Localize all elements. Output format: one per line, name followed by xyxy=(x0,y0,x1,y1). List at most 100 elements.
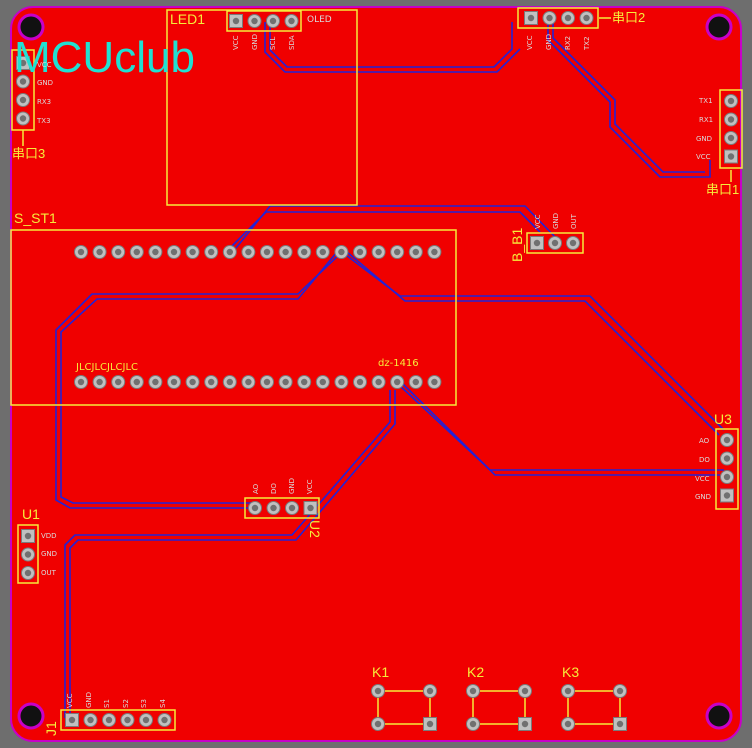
serial2-pin-2: GND xyxy=(545,33,553,50)
s-st1-bottom-pad-3 xyxy=(111,375,126,389)
u1-pad-3 xyxy=(21,566,35,580)
serial3-pin-1: VCC xyxy=(37,61,52,69)
s-st1-top-pad-10 xyxy=(241,245,256,259)
oled-pad-2 xyxy=(247,14,262,28)
s-st1-top-pad-1 xyxy=(74,245,88,259)
s-st1-bottom-pad-19 xyxy=(408,375,423,389)
serial3-pin-4: TX3 xyxy=(37,117,51,125)
b-b1-pad-3 xyxy=(566,236,580,250)
u1-ref: U1 xyxy=(22,506,40,522)
j1-pin-5: S3 xyxy=(140,699,148,708)
s-st1-top-pad-14 xyxy=(315,245,330,259)
j1-pad-4 xyxy=(120,713,135,727)
s-st1-bottom-pad-10 xyxy=(241,375,256,389)
j1-pin-4: S2 xyxy=(122,699,130,708)
serial2-pin-3: RX2 xyxy=(564,35,572,50)
serial2-pad-4 xyxy=(579,11,594,25)
k1-outline xyxy=(377,690,431,725)
serial3-pin-3: RX3 xyxy=(37,98,52,106)
serial2-pin-1: VCC xyxy=(526,35,534,50)
b-b1-pad-2 xyxy=(548,236,562,250)
j1-pin-3: S1 xyxy=(103,699,111,708)
s-st1-top-pad-11 xyxy=(260,245,274,259)
serial3-pad-4 xyxy=(16,111,30,126)
u1-pad-1 xyxy=(21,529,35,543)
u3-pad-3 xyxy=(720,470,734,484)
oled-pin-2: GND xyxy=(251,33,259,50)
u3-pad-1 xyxy=(720,433,734,447)
b-b1-pin-3: OUT xyxy=(570,214,578,229)
s-st1-top-pad-4 xyxy=(129,245,144,259)
oled-name: OLED xyxy=(307,15,332,25)
s-st1-bottom-pad-12 xyxy=(278,375,293,389)
oled-pin-3: SCL xyxy=(269,36,277,50)
b-b1-header-outline xyxy=(526,232,584,254)
serial1-pad-4 xyxy=(724,149,738,164)
u2-pin-4: VCC xyxy=(306,479,314,494)
u3-pin-4: GND xyxy=(695,493,712,501)
serial2-pad-3 xyxy=(561,11,575,25)
mounting-holes xyxy=(17,13,733,730)
u3-pin-1: AO xyxy=(699,437,710,445)
s-st1-top-pad-6 xyxy=(167,245,181,259)
k2-pad-2 xyxy=(518,684,532,698)
u2-pin-1: AO xyxy=(252,483,260,494)
j1-pad-1 xyxy=(65,713,79,727)
traces xyxy=(55,22,725,718)
s-st1-top-pad-2 xyxy=(92,245,107,259)
s-st1-bottom-pad-18 xyxy=(390,375,405,389)
k1-pad-1 xyxy=(371,684,385,698)
j1-ref: J1 xyxy=(43,721,59,736)
b-b1-pin-2: GND xyxy=(552,212,560,229)
u2-pad-3 xyxy=(285,501,299,515)
k2-pad-4 xyxy=(518,717,532,731)
pads xyxy=(16,11,738,731)
b-b1-pad-1 xyxy=(530,236,544,250)
k1-pad-4 xyxy=(423,717,437,731)
board-outline xyxy=(10,6,742,742)
s-st1-bottom-pad-5 xyxy=(148,375,163,389)
serial1-pad-2 xyxy=(724,112,738,127)
u2-pin-3: GND xyxy=(288,477,296,494)
mounting-hole-bottom-left xyxy=(19,704,43,728)
serial1-pad-3 xyxy=(724,131,738,145)
j1-pin-1: VCC xyxy=(66,693,74,708)
k2-pad-1 xyxy=(466,684,480,698)
serial3-ref: 串口3 xyxy=(12,146,46,161)
j1-pad-2 xyxy=(83,713,98,727)
serial1-pad-1 xyxy=(724,94,738,108)
b-b1-ref: B_B1 xyxy=(509,227,525,262)
s-st1-outline xyxy=(10,229,457,406)
serial1-pin-1: TX1 xyxy=(699,97,713,105)
k3-pad-2 xyxy=(613,684,627,698)
s-st1-bottom-pad-4 xyxy=(129,375,144,389)
s-st1-top-pad-7 xyxy=(185,245,200,259)
serial2-ref: 串口2 xyxy=(612,10,646,25)
mounting-hole-top-right xyxy=(707,15,731,39)
oled-pin-4: SDA xyxy=(288,35,296,51)
u1-pad-2 xyxy=(21,547,35,562)
s-st1-bottom-pad-2 xyxy=(92,375,107,389)
serial2-pad-1 xyxy=(524,11,538,25)
k1-pad-3 xyxy=(371,717,385,731)
s-st1-top-pad-8 xyxy=(204,245,219,259)
k1-ref: K1 xyxy=(372,664,390,680)
s-st1-top-pad-18 xyxy=(390,245,405,259)
u3-pin-3: VCC xyxy=(695,475,710,483)
s-st1-bottom-pad-9 xyxy=(222,375,237,389)
mounting-hole-top-left xyxy=(19,15,43,39)
u1-pin-3: OUT xyxy=(41,569,56,577)
silkscreen xyxy=(10,7,743,731)
serial3-pad-2 xyxy=(16,74,30,89)
s-st1-silk: JLCJLCJLCJLC xyxy=(76,362,139,373)
k3-pad-1 xyxy=(561,684,575,698)
s-st1-top-pad-13 xyxy=(297,245,312,259)
s-st1-top-pad-17 xyxy=(371,245,386,259)
s-st1-bottom-pad-7 xyxy=(185,375,200,389)
mounting-hole-bottom-right xyxy=(707,704,731,728)
s-st1-top-pad-20 xyxy=(427,245,442,259)
u2-pin-2: DO xyxy=(270,483,278,494)
serial1-ref: 串口1 xyxy=(706,182,740,197)
oled-pad-1 xyxy=(229,14,243,28)
